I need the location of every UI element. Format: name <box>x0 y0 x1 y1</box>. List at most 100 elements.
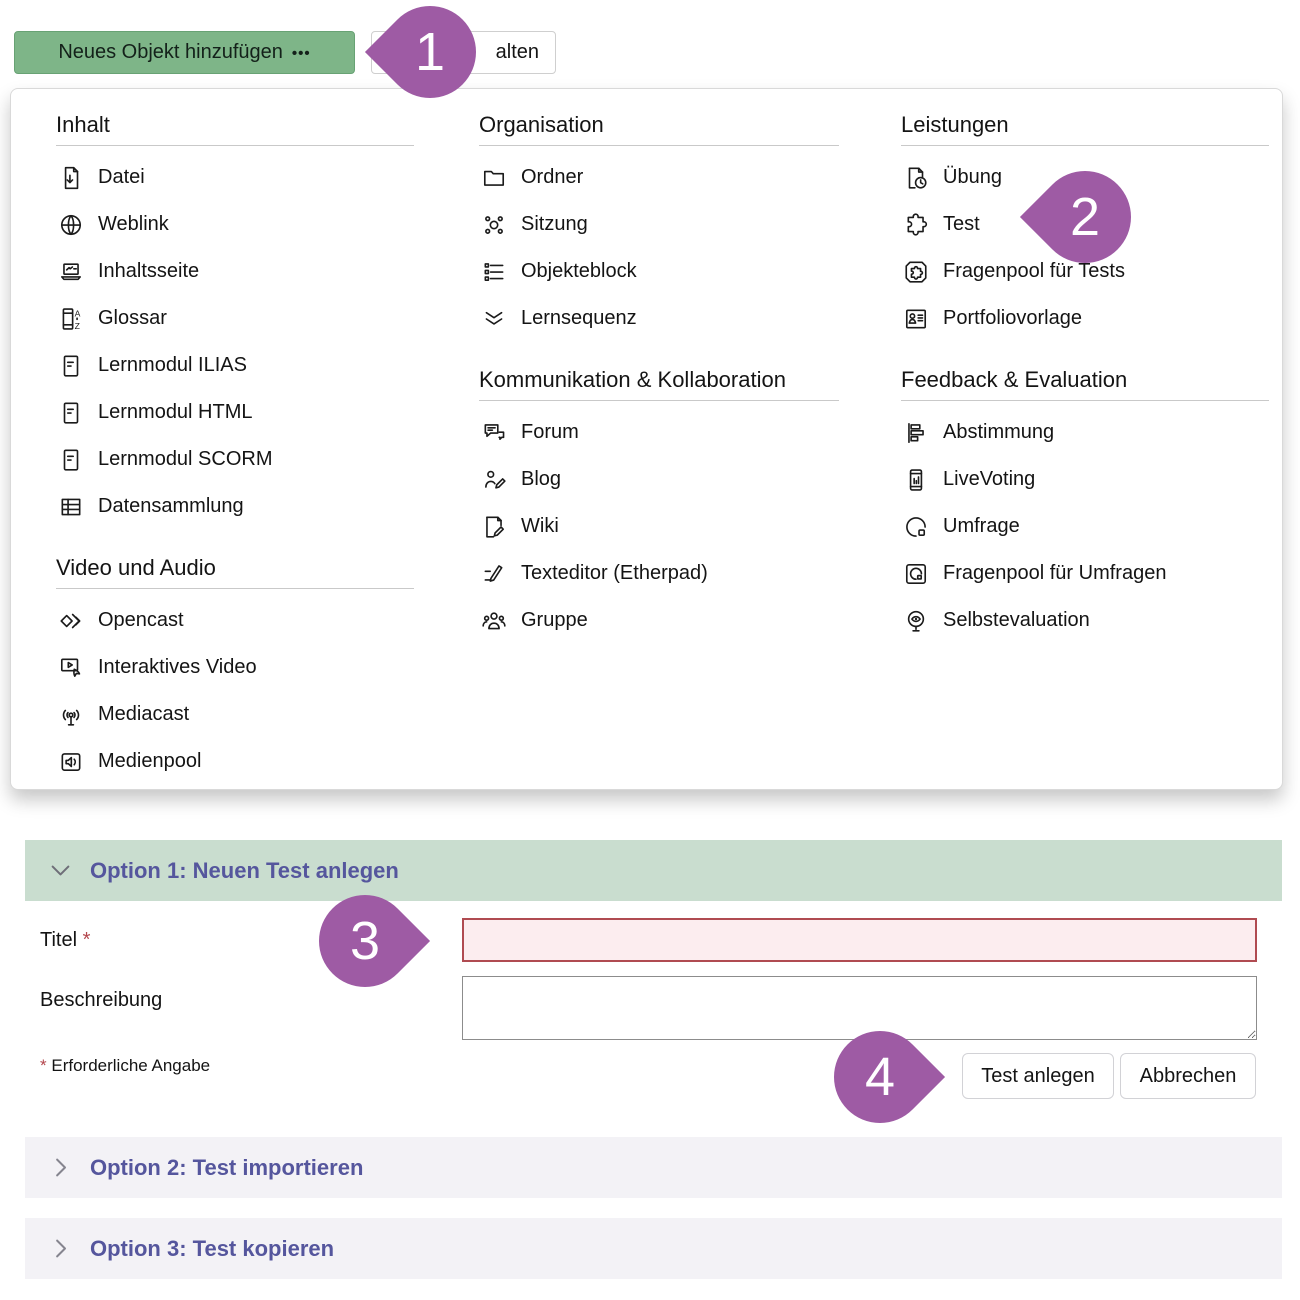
menu-item[interactable]: Lernmodul ILIAS <box>56 342 414 389</box>
menu-item-label: Fragenpool für Umfragen <box>943 562 1167 584</box>
accordion-option-2[interactable]: Option 2: Test importieren <box>25 1137 1282 1198</box>
menu-item-label: Objekteblock <box>521 260 637 282</box>
poll-bars-icon <box>903 420 929 446</box>
menu-item-label: Medienpool <box>98 750 202 772</box>
survey-pie-icon <box>903 514 929 540</box>
menu-item-label: Datei <box>98 166 145 188</box>
menu-item-label: Übung <box>943 166 1002 188</box>
menu-item[interactable]: Lernmodul SCORM <box>56 436 414 483</box>
menu-item[interactable]: Fragenpool für Umfragen <box>901 550 1269 597</box>
menu-item[interactable]: Fragenpool für Tests <box>901 248 1269 295</box>
menu-item-label: LiveVoting <box>943 468 1036 490</box>
menu-item-label: Glossar <box>98 307 167 329</box>
menu-item-label: Portfoliovorlage <box>943 307 1082 329</box>
create-test-button[interactable]: Test anlegen <box>962 1053 1114 1099</box>
required-field-note: * Erforderliche Angabe <box>40 1056 211 1075</box>
menu-item[interactable]: Lernmodul HTML <box>56 389 414 436</box>
wiki-page-pencil-icon <box>481 514 507 540</box>
menu-item[interactable]: Objekteblock <box>479 248 839 295</box>
menu-item[interactable]: Medienpool <box>56 738 414 785</box>
add-new-object-button[interactable]: Neues Objekt hinzufügen ••• <box>14 31 355 74</box>
blog-person-pencil-icon <box>481 467 507 493</box>
menu-item[interactable]: Test <box>901 201 1269 248</box>
menu-item[interactable]: Ordner <box>479 154 839 201</box>
accordion-option-3[interactable]: Option 3: Test kopieren <box>25 1218 1282 1279</box>
accordion-option-3-title: Option 3: Test kopieren <box>90 1235 335 1261</box>
menu-item[interactable]: Umfrage <box>901 503 1269 550</box>
menu-item-label: Abstimmung <box>943 421 1055 443</box>
menu-item-label: Opencast <box>98 609 184 631</box>
menu-item-label: Interaktives Video <box>98 656 257 678</box>
required-asterisk: * <box>82 929 91 951</box>
menu-item[interactable]: Datensammlung <box>56 483 414 530</box>
menu-item-label: Datensammlung <box>98 495 244 517</box>
menu-item[interactable]: Datei <box>56 154 414 201</box>
menu-item-label: Inhaltsseite <box>98 260 200 282</box>
description-textarea[interactable] <box>462 976 1257 1040</box>
title-field-label: Titel * <box>40 929 91 951</box>
menu-item[interactable]: Blog <box>479 456 839 503</box>
menu-item-label: Weblink <box>98 213 169 235</box>
menu-item-label: Lernsequenz <box>521 307 637 329</box>
menu-item[interactable]: Interaktives Video <box>56 644 414 691</box>
menu-item[interactable]: Übung <box>901 154 1269 201</box>
menu-item[interactable]: LiveVoting <box>901 456 1269 503</box>
menu-section-title: Video und Audio <box>56 554 414 589</box>
learning-module-icon <box>58 400 84 426</box>
session-network-icon <box>481 212 507 238</box>
menu-item[interactable]: Opencast <box>56 597 414 644</box>
menu-item[interactable]: Lernsequenz <box>479 295 839 342</box>
menu-item[interactable]: Selbstevaluation <box>901 597 1269 644</box>
menu-item[interactable]: Abstimmung <box>901 409 1269 456</box>
menu-item[interactable]: Inhaltsseite <box>56 248 414 295</box>
interactive-video-icon <box>58 655 84 681</box>
laptop-page-icon <box>58 259 84 285</box>
file-download-icon <box>58 165 84 191</box>
chevron-right-icon <box>56 1158 67 1177</box>
menu-item[interactable]: Gruppe <box>479 597 839 644</box>
menu-item-label: Ordner <box>521 166 584 188</box>
menu-item[interactable]: Mediacast <box>56 691 414 738</box>
menu-item[interactable]: Forum <box>479 409 839 456</box>
add-new-object-label: Neues Objekt hinzufügen <box>58 41 283 63</box>
exercise-clock-icon <box>903 165 929 191</box>
menu-item[interactable]: Portfoliovorlage <box>901 295 1269 342</box>
menu-item-label: Blog <box>521 468 562 490</box>
question-pool-survey-icon <box>903 561 929 587</box>
accordion-option-1[interactable]: Option 1: Neuen Test anlegen <box>25 840 1282 901</box>
forum-bubbles-icon <box>481 420 507 446</box>
description-field-label: Beschreibung <box>40 989 163 1011</box>
menu-item-label: Gruppe <box>521 609 588 631</box>
menu-item[interactable]: Sitzung <box>479 201 839 248</box>
chevron-right-icon <box>56 1239 67 1258</box>
menu-item[interactable]: Weblink <box>56 201 414 248</box>
puzzle-icon <box>903 212 929 238</box>
menu-item-label: Umfrage <box>943 515 1020 537</box>
cancel-button[interactable]: Abbrechen <box>1120 1053 1256 1099</box>
menu-section-title: Leistungen <box>901 111 1269 146</box>
menu-item-label: Selbstevaluation <box>943 609 1090 631</box>
globe-icon <box>58 212 84 238</box>
menu-item[interactable]: Texteditor (Etherpad) <box>479 550 839 597</box>
menu-item-label: Lernmodul SCORM <box>98 448 273 470</box>
accordion-option-1-title: Option 1: Neuen Test anlegen <box>90 857 399 883</box>
menu-item-label: Wiki <box>521 515 559 537</box>
menu-item[interactable]: Wiki <box>479 503 839 550</box>
menu-section-title: Kommunikation & Kollabo­ration <box>479 366 839 401</box>
learning-module-icon <box>58 447 84 473</box>
chevron-down-icon <box>51 865 70 876</box>
title-input[interactable] <box>462 918 1257 962</box>
livevoting-phone-icon <box>903 467 929 493</box>
